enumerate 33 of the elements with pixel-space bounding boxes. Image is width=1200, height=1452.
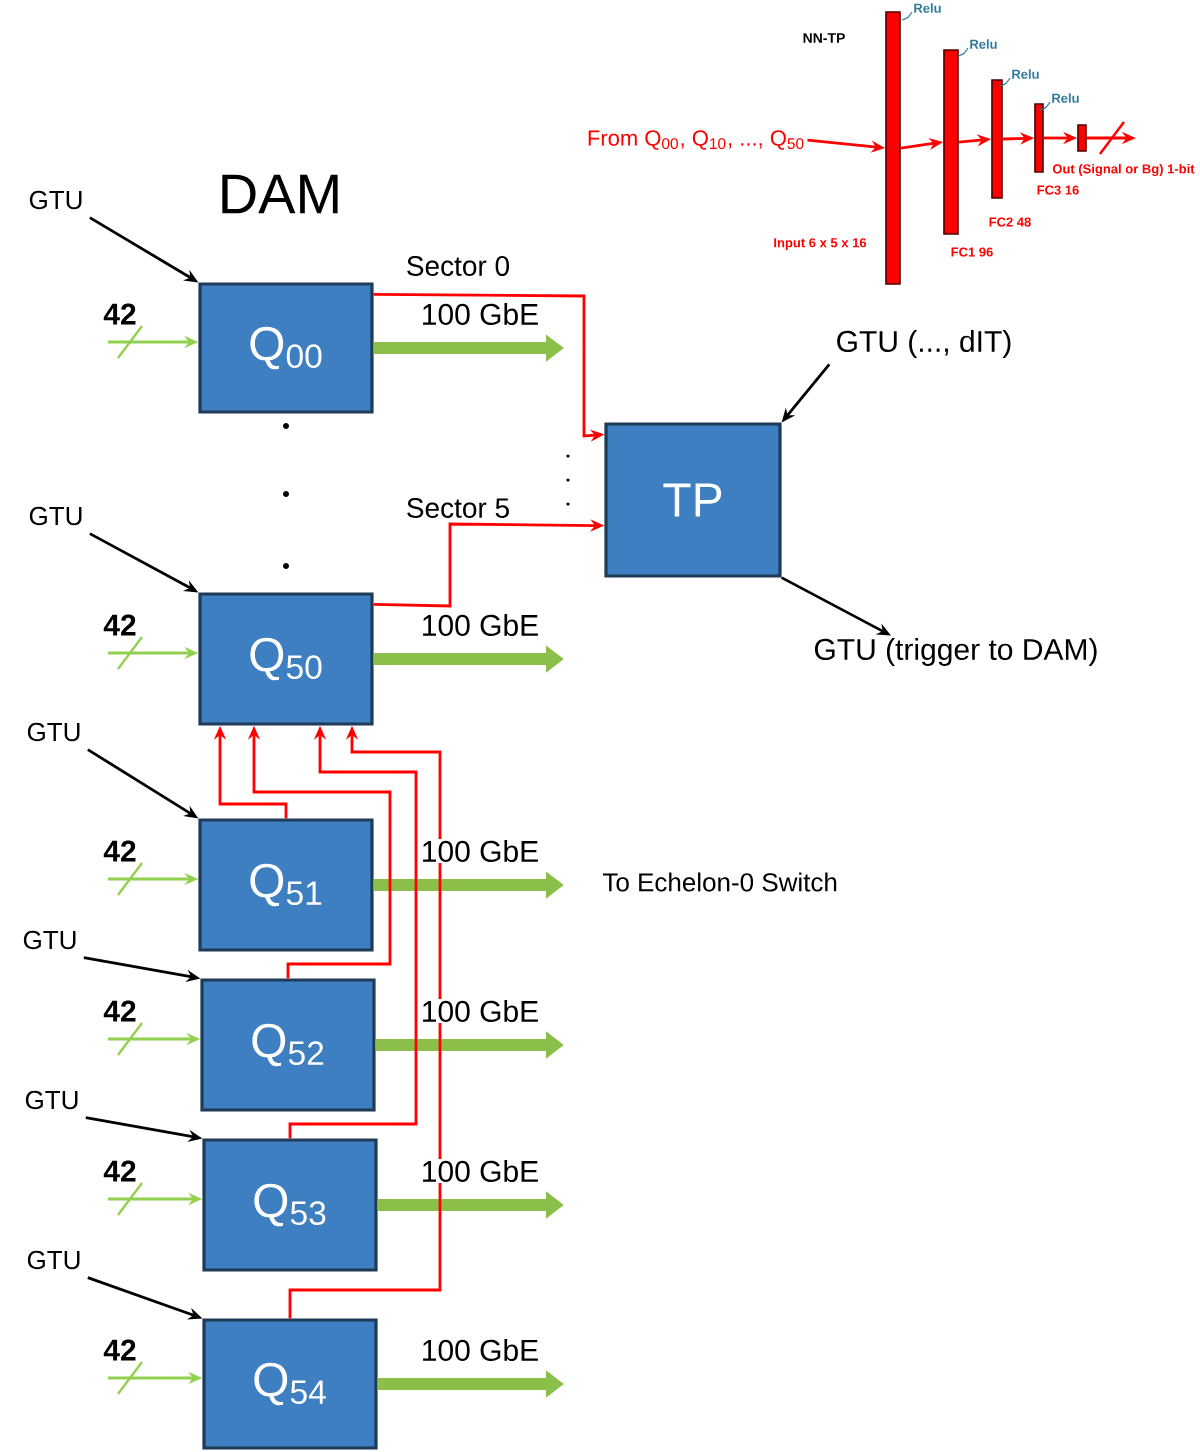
edge-label: 42 [103,840,136,862]
edge-label: 42 [103,1160,136,1182]
signal-label: GTU [23,930,76,950]
signal-label: GTU [29,190,82,210]
edge-label: 42 [103,1000,136,1022]
processor-box: Q$_{53}$ [202,1138,378,1272]
edge-label: 100 GbE [419,302,541,327]
edge-label: 42 [103,614,136,636]
edge-label: 100 GbE [419,839,541,863]
processor-box: Q$_{00}$ [198,282,374,414]
note-label: To Echelon-0 Switch [603,872,837,892]
layer-bar [1077,124,1087,152]
processor-box: Q$_{54}$ [202,1318,378,1450]
edge-label: Sector 5 [407,498,509,518]
processor-box: Q$_{52}$ [200,978,376,1112]
edge-label: 100 GbE [419,613,541,638]
signal-label: GTU (trigger to DAM) [815,638,1097,666]
processor-box: Q$_{51}$ [198,818,374,952]
edge-label: 100 GbE [419,1338,541,1362]
title-label: DAM [222,174,338,214]
processor-box: TP [604,422,782,578]
edge-label: 100 GbE [419,1159,541,1183]
signal-label: GTU [25,1090,78,1110]
signal-label: GTU [27,722,80,742]
edge-label: 100 GbE [419,999,541,1023]
signal-label: GTU [27,1250,80,1270]
edge-label: 42 [103,303,136,325]
edge-label: Sector 0 [407,256,509,276]
processor-box: Q$_{50}$ [198,592,374,726]
input-label: From Q$_{00}$, Q$_{10}$, ..., Q$_{50}$ [588,130,804,150]
signal-label: GTU [29,506,82,526]
signal-label: GTU (..., dIT) [837,330,1011,358]
edge-label: 42 [103,1339,136,1361]
